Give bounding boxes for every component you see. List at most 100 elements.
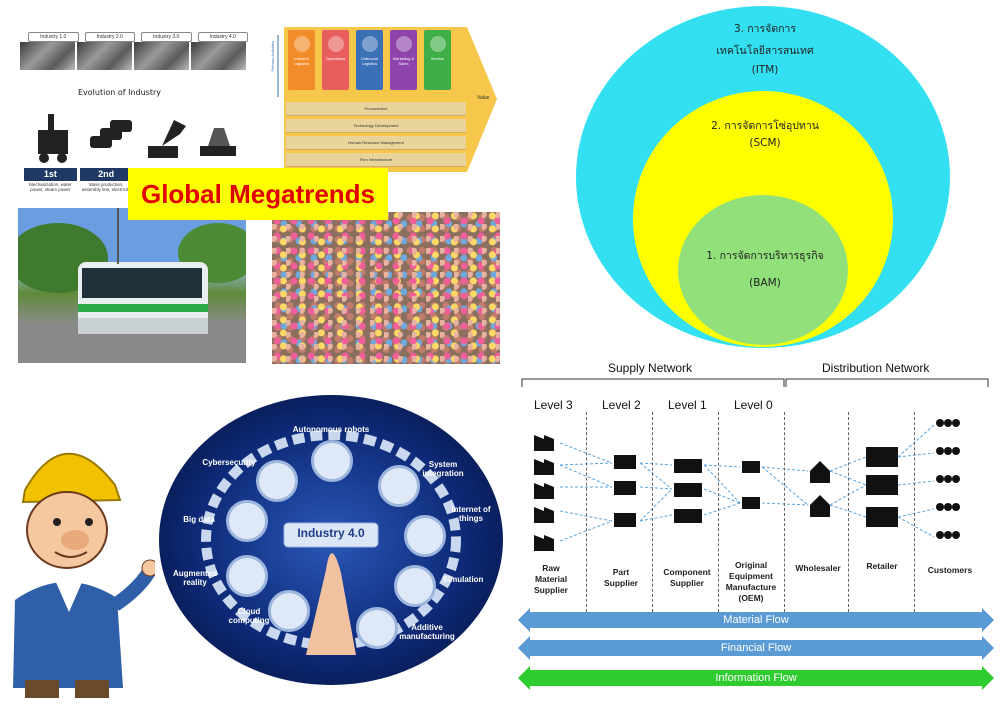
role-customers: Customers	[927, 565, 973, 575]
activity-label: Operations	[325, 56, 346, 61]
store-icon	[866, 447, 898, 467]
activity-label: Inbound Logistics	[293, 56, 310, 66]
part-supplier-icon	[614, 481, 636, 495]
column-divider	[914, 412, 915, 612]
node-additive: Additive manufacturing	[399, 623, 455, 641]
additive-icon	[356, 607, 398, 649]
factory-icon	[534, 535, 554, 551]
robot-icon	[311, 440, 353, 482]
node-big-data: Big data	[183, 515, 215, 524]
node-system-integration: System integration	[422, 460, 464, 478]
inner-circle	[678, 195, 848, 345]
activity-service: Service	[424, 30, 451, 90]
industry40-center: Industry 4.0	[297, 526, 365, 540]
evolution-tab: Industry 1.0	[28, 32, 79, 42]
outer-line3: (ITM)	[751, 64, 779, 76]
evolution-tab: Industry 3.0	[141, 32, 192, 42]
support-infrastructure: Firm Infrastructure	[286, 153, 466, 167]
factory-icon	[534, 459, 554, 475]
integration-icon	[378, 465, 420, 507]
support-hr: Human Resource Management	[286, 136, 466, 150]
financial-flow-label: Financial Flow	[720, 642, 792, 654]
column-divider	[848, 412, 849, 612]
node-cloud: Cloud computing	[228, 607, 270, 625]
distribution-network-title: Distribution Network	[822, 361, 930, 375]
column-divider	[652, 412, 653, 612]
level-2: Level 2	[602, 398, 641, 412]
tram-photo	[18, 208, 246, 363]
node-cybersecurity: Cybersecurity	[202, 458, 256, 467]
role-raw-material: Raw Material Supplier	[533, 563, 568, 595]
role-retailer: Retailer	[866, 561, 898, 571]
column-divider	[718, 412, 719, 612]
column-divider	[784, 412, 785, 612]
iot-icon	[404, 515, 446, 557]
logistics-icon	[293, 36, 310, 52]
customers-icon	[936, 447, 960, 455]
nested-circles-diagram: 3. การจัดการ เทคโนโลยีสารสนเทศ (ITM) 2. …	[575, 5, 955, 350]
supply-network-title: Supply Network	[608, 361, 693, 375]
activity-label: Outbound Logistics	[360, 56, 379, 66]
engineer-character	[5, 430, 159, 700]
outer-line1: 3. การจัดการ	[733, 23, 797, 35]
warehouse-icon	[810, 461, 830, 483]
operations-icon	[327, 36, 344, 52]
factory-icon	[534, 483, 554, 499]
material-flow-arrow	[518, 608, 994, 632]
support-procurement: Procurement	[286, 102, 466, 116]
truck-icon	[361, 36, 378, 52]
store-icon	[866, 507, 898, 527]
node-iot: Internet of things	[451, 505, 491, 523]
evolution-title: Evolution of Industry	[78, 88, 162, 97]
circles-shapes	[576, 6, 950, 348]
supply-network-lines	[521, 378, 989, 551]
stage-desc: Mass production, assembly line, electric…	[81, 182, 131, 192]
megatrends-title: Global Megatrends	[140, 178, 376, 209]
stage-desc: Mechanization, water power, steam power	[29, 182, 72, 192]
oem-icon	[742, 461, 760, 473]
big-data-icon	[226, 500, 268, 542]
part-supplier-icon	[614, 455, 636, 469]
customers-icon	[936, 531, 960, 539]
activity-outbound: Outbound Logistics	[356, 30, 383, 90]
flow-arrows	[518, 608, 994, 690]
factory-icon	[534, 507, 554, 523]
information-flow-arrow	[518, 666, 994, 690]
node-simulation: Simulation	[442, 575, 484, 584]
stage-label: 2nd	[79, 168, 133, 181]
primary-activities-label: Primary Activities	[270, 41, 275, 72]
shield-icon	[256, 460, 298, 502]
column-divider	[586, 412, 587, 612]
level-3: Level 3	[534, 398, 573, 412]
customers-icon	[936, 503, 960, 511]
value-label: Value	[477, 95, 490, 101]
evolution-tab: Industry 2.0	[84, 32, 135, 42]
industry-machines-icons	[38, 114, 236, 163]
customers-icon	[936, 475, 960, 483]
financial-flow-arrow	[518, 636, 994, 660]
industry-evolution-panel: Industry 1.0 Industry 2.0 Industry 3.0 I…	[18, 30, 250, 192]
middle-line1: 2. การจัดการโซ่อุปทาน	[711, 120, 819, 132]
activity-label: Service	[430, 56, 445, 61]
activity-inbound: Inbound Logistics	[288, 30, 315, 90]
industry40-diagram: Industry 4.0 Autonomous robots System in…	[156, 395, 506, 695]
inner-line1: 1. การจัดการบริหารธุรกิจ	[706, 250, 824, 262]
cloud-icon	[268, 590, 310, 632]
customers-icon	[936, 419, 960, 427]
ar-glasses-icon	[226, 555, 268, 597]
component-icon	[674, 483, 702, 497]
level-0: Level 0	[734, 398, 773, 412]
handshake-icon	[395, 36, 412, 52]
factory-photos	[20, 42, 246, 70]
simulation-icon	[394, 565, 436, 607]
inner-line2: (BAM)	[749, 277, 781, 289]
outer-line2: เทคโนโลยีสารสนเทศ	[716, 45, 814, 57]
level-1: Level 1	[668, 398, 707, 412]
store-icon	[866, 475, 898, 495]
role-component-supplier: Component Supplier	[663, 567, 711, 588]
middle-line2: (SCM)	[749, 137, 781, 149]
role-oem: Original Equipment Manufacture (OEM)	[725, 560, 777, 603]
information-flow-label: Information Flow	[715, 672, 797, 684]
stage-label: 1st	[24, 168, 77, 181]
service-icon	[429, 36, 446, 52]
